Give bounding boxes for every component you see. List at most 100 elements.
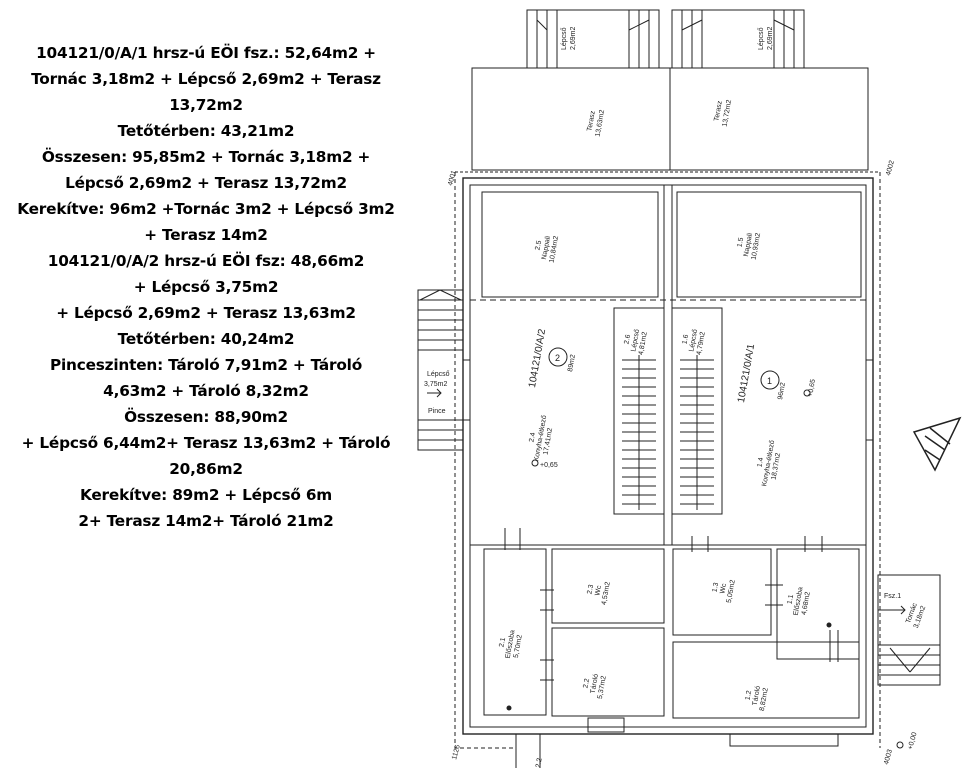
room-1-6-name: Lépcső <box>688 329 699 353</box>
bottom-stair-label: 2.2 <box>535 757 544 768</box>
unit-a1-id: 104121/0/A/1 <box>736 343 757 404</box>
room-2-5-outline <box>481 191 659 298</box>
summary-line: 13,72m2 <box>169 96 243 114</box>
summary-line: Tornác 3,18m2 + Lépcső 2,69m2 + Terasz <box>31 70 381 88</box>
room-2-1-num: 2.1 <box>499 637 508 648</box>
area-summary: 104121/0/A/1 hrsz-ú EÖI fsz.: 52,64m2 + T… <box>0 40 412 534</box>
room-2-3-name: Wc <box>594 585 603 597</box>
unit-a2-area: 89m2 <box>567 354 577 373</box>
stair-2-6-outline <box>613 307 665 515</box>
room-2-1-name: Előszoba <box>505 629 517 659</box>
side-stair-area: 3,75m2 <box>424 381 447 388</box>
side-stair-treads <box>418 289 463 441</box>
room-2-3-area: 4,53m2 <box>601 581 612 605</box>
window-left-wall <box>462 359 471 421</box>
room-1-5-name: Nappali <box>743 232 754 257</box>
entrance-label: Fsz.1 <box>884 593 901 600</box>
corner-label-bottom-left: 1126 <box>451 744 462 760</box>
room-1-3-name: Wc <box>719 583 728 595</box>
summary-line: + Lépcső 6,44m2+ Terasz 13,63m2 + Tároló <box>21 434 391 452</box>
north-arrow-icon <box>912 416 962 472</box>
room-1-5-num: 1.5 <box>737 237 746 248</box>
summary-line: Pinceszinten: Tároló 7,91m2 + Tároló <box>49 356 363 374</box>
summary-line: 104121/0/A/2 hrsz-ú EÖI fsz: 48,66m2 <box>47 252 365 270</box>
stair-top-right-name: Lépcső <box>758 27 765 50</box>
room-2-5-num: 2.5 <box>535 240 544 251</box>
summary-line: + Terasz 14m2 <box>144 226 268 244</box>
summary-line: + Lépcső 2,69m2 + Terasz 13,63m2 <box>56 304 356 322</box>
room-1-2-area: 8,82m2 <box>759 687 770 711</box>
room-2-6-num: 2.6 <box>624 334 633 345</box>
summary-line: 104121/0/A/1 hrsz-ú EÖI fsz.: 52,64m2 + <box>36 44 376 62</box>
summary-line: Kerekítve: 89m2 + Lépcső 6m <box>80 486 332 504</box>
terrace-left-area: 13,63m2 <box>595 109 607 137</box>
room-2-2-area: 5,37m2 <box>597 675 608 699</box>
unit-a2-circle-number: 2 <box>555 353 560 363</box>
level-bottom: +0,00 <box>907 731 918 750</box>
arrow-right-icon <box>427 388 442 398</box>
stair-top-left-area: 2,69m2 <box>570 27 577 50</box>
summary-line: Lépcső 2,69m2 + Terasz 13,72m2 <box>65 174 347 192</box>
side-stair-outline <box>417 289 464 451</box>
summary-line: 20,86m2 <box>169 460 243 478</box>
terrace-right-area <box>669 67 869 171</box>
room-1-5-outline <box>676 191 862 298</box>
unit-a1-circle-number: 1 <box>767 376 772 386</box>
stair-top-right-area: 2,69m2 <box>767 27 774 50</box>
summary-line: Tetőtérben: 40,24m2 <box>117 330 295 348</box>
room-2-3-outline <box>551 548 665 624</box>
stair-1-6-outline <box>671 307 723 515</box>
window-right-wall <box>865 359 874 441</box>
room-1-3-num: 1.3 <box>712 582 721 593</box>
room-1-2-name: Tároló <box>752 685 762 706</box>
terrace-right-name: Terasz <box>713 100 724 122</box>
room-1-1-num: 1.1 <box>787 594 796 605</box>
terrace-left-name: Terasz <box>586 110 597 132</box>
side-stair-name: Lépcső <box>427 371 450 378</box>
room-1-1-outline <box>776 548 860 660</box>
level-left: +0,65 <box>540 462 558 469</box>
porch-stair-treads <box>878 644 940 676</box>
room-2-6-area: 4,81m2 <box>638 331 649 355</box>
room-2-2-name: Tároló <box>590 673 600 694</box>
side-stair-target: Pince <box>428 408 446 415</box>
building-inner-wall <box>469 184 867 728</box>
stair-top-left-name: Lépcső <box>561 27 568 50</box>
room-1-1-area: 4,68m2 <box>801 591 812 615</box>
summary-line: Összesen: 95,85m2 + Tornác 3,18m2 + <box>41 148 371 166</box>
room-1-6-area: 4,79m2 <box>696 331 707 355</box>
bottom-door-right <box>729 733 839 747</box>
left-boundary-line <box>454 172 516 749</box>
unit-a2-circle-icon <box>548 347 568 367</box>
terrace-right-area: 13,72m2 <box>722 99 734 127</box>
room-1-6-num: 1.6 <box>682 334 691 345</box>
room-1-1-name: Előszoba <box>793 586 805 616</box>
interior-stair-treads <box>622 355 714 510</box>
room-2-4-num: 2.4 <box>529 432 538 443</box>
entrance-arrow-icon <box>878 605 906 615</box>
room-1-3-area: 5,05m2 <box>726 579 737 603</box>
level-right: +0,65 <box>807 379 817 398</box>
door-marks <box>504 528 839 681</box>
room-2-5-area: 10,84m2 <box>549 235 561 263</box>
summary-line: Kerekítve: 96m2 +Tornác 3m2 + Lépcső 3m2 <box>17 200 395 218</box>
unit-a1-area: 96m2 <box>777 382 787 401</box>
building-outer-wall <box>462 177 874 735</box>
room-2-1-area: 5,70m2 <box>513 634 524 658</box>
stair-top-left-treads <box>536 10 650 68</box>
corner-label-top-right: 4002 <box>885 160 896 177</box>
terrace-left-area <box>471 67 671 171</box>
unit-a2-id: 104121/0/A/2 <box>527 328 548 389</box>
summary-line: 4,63m2 + Tároló 8,32m2 <box>103 382 309 400</box>
room-1-3-outline <box>672 548 772 636</box>
bottom-door-left <box>587 717 625 733</box>
summary-line: + Lépcső 3,75m2 <box>133 278 279 296</box>
room-2-2-outline <box>551 627 665 717</box>
room-1-4-area: 18,37m2 <box>771 452 783 480</box>
corner-label-bottom-right: 4003 <box>883 749 894 766</box>
summary-line: Tetőtérben: 43,21m2 <box>117 122 295 140</box>
summary-line: 2+ Terasz 14m2+ Tároló 21m2 <box>78 512 334 530</box>
room-2-2-num: 2.2 <box>583 678 592 689</box>
room-2-4-area: 17,41m2 <box>543 427 555 455</box>
